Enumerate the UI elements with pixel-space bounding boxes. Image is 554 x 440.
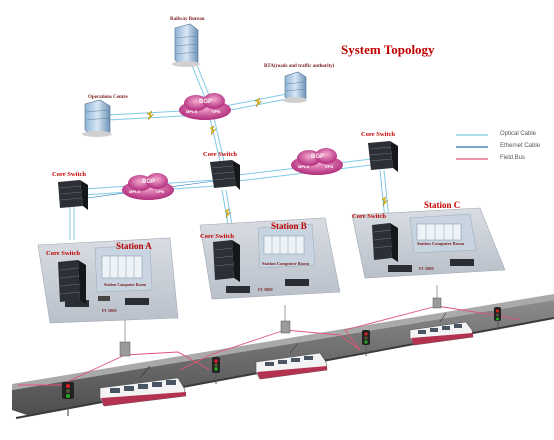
diagram-title: System Topology [341, 42, 435, 57]
cloud-top-vpn: VPN [212, 109, 221, 114]
bgp-cloud-west [122, 173, 174, 200]
field-box-a [119, 341, 131, 357]
field-box-b [280, 320, 291, 334]
station-a-room: Station Computer Room [104, 282, 146, 287]
optical-cable-links [69, 47, 390, 240]
train-3 [409, 312, 474, 346]
legend-optical-cable: Optical Cable [500, 131, 537, 137]
cloud-east-vpn: VPN [325, 164, 334, 169]
operations-centre-label: Operations Centre [88, 95, 128, 100]
railway-bureau-label: Railway Bureau [170, 17, 205, 22]
cloud-top-mpls: MPLS [186, 109, 198, 114]
core-switch-rack-a [58, 260, 86, 304]
cloud-east-bgp: BGP [311, 154, 325, 160]
core-switch-rack-b [213, 240, 240, 282]
traffic-signal-4 [494, 307, 501, 330]
railway-bureau-building [172, 23, 200, 67]
field-box-c [432, 297, 442, 309]
cloud-west-mpls: MPLS [129, 189, 141, 194]
station-b-room: Station Computer Room [262, 261, 310, 266]
cloud-west-vpn: VPN [156, 189, 165, 194]
station-c-room: Station Computer Room [417, 241, 465, 246]
station-b-device: FI 5000 [258, 287, 273, 292]
cloud-top-bgp: BGP [199, 99, 213, 105]
link-bolt-icons [146, 97, 389, 219]
core-switch-rack-top [210, 160, 240, 190]
station-b-platform [199, 217, 341, 300]
core-switch-label-a: Core Switch [46, 250, 81, 257]
core-switch-rack-west [58, 180, 88, 210]
station-c-name: Station C [424, 200, 461, 210]
bgp-cloud-top [179, 93, 231, 120]
traffic-signal-1 [62, 382, 74, 416]
train-2 [255, 342, 328, 380]
core-switch-label-west: Core Switch [52, 171, 87, 178]
core-switch-rack-east [368, 141, 398, 172]
operations-centre-building [82, 99, 112, 137]
core-switch-label-east: Core Switch [361, 131, 396, 138]
station-c-device: FI 5000 [419, 266, 434, 271]
core-switch-label-top: Core Switch [203, 151, 238, 158]
core-switch-label-b: Core Switch [200, 233, 235, 240]
station-b-name: Station B [271, 221, 307, 231]
cloud-west-bgp: BGP [142, 179, 156, 185]
field-drop-lines [124, 285, 438, 343]
station-a-platform [37, 237, 179, 324]
traffic-signal-3 [362, 330, 370, 356]
bgp-cloud-east [291, 148, 343, 175]
field-bus-links [18, 305, 521, 386]
legend-swatches [456, 134, 488, 160]
rta-label: RTA(roads and traffic authority) [264, 64, 335, 69]
core-switch-rack-c [372, 223, 398, 262]
station-a-device: FI 5000 [102, 308, 117, 313]
legend-field-bus: Field Bus [500, 155, 526, 161]
traffic-signal-2 [212, 357, 220, 384]
cloud-east-mpls: MPLS [298, 164, 310, 169]
train-1 [99, 365, 187, 407]
rta-building [283, 71, 307, 103]
core-switch-label-c: Core Switch [352, 213, 387, 220]
station-a-name: Station A [116, 241, 152, 251]
legend-ethernet-cable: Ethernet Cable [500, 143, 541, 149]
